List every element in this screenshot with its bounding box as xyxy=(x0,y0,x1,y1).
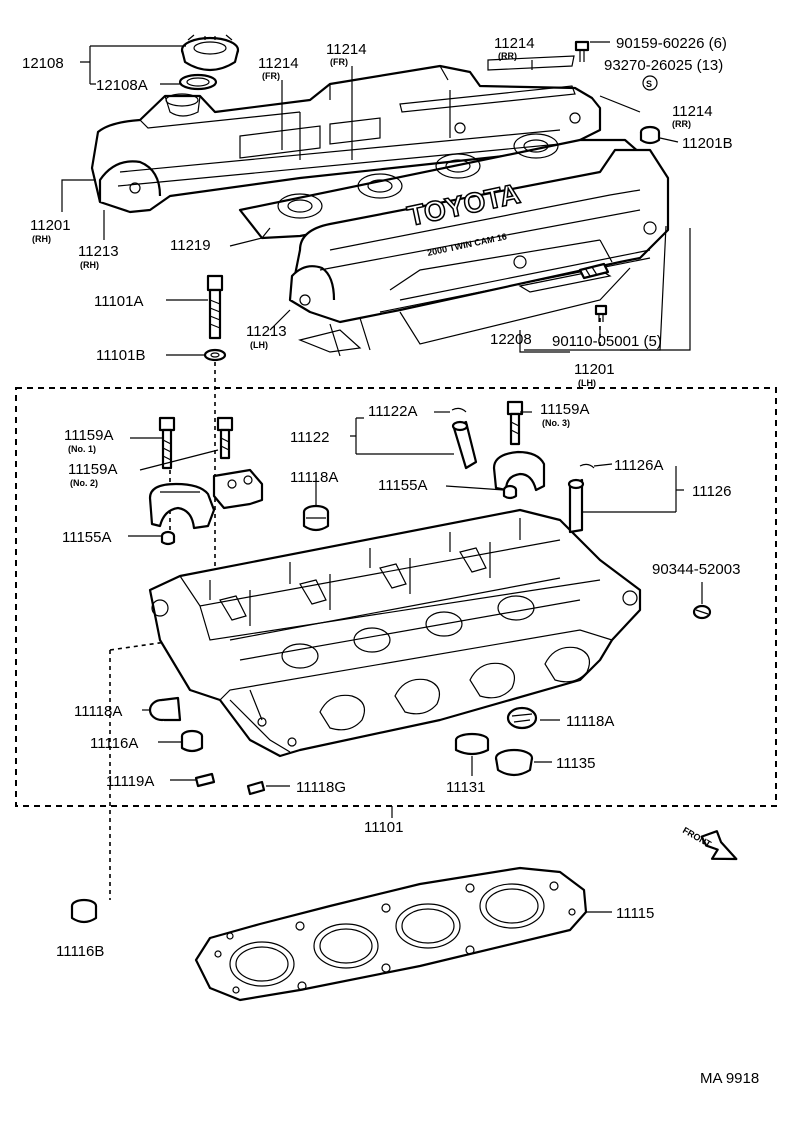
label-11122: 11122 xyxy=(290,429,330,446)
intake-ports xyxy=(281,595,535,669)
label-11126: 11126 xyxy=(692,483,732,500)
pin-11155a-left xyxy=(160,530,176,546)
label-12108a: 12108A xyxy=(96,77,148,94)
pin-11155a-top xyxy=(502,484,518,500)
head-cover-gasket xyxy=(578,262,610,280)
head-cover-rh xyxy=(90,55,602,214)
bearing-cap-left xyxy=(148,482,216,530)
bolt-11159a-no1 xyxy=(158,416,176,470)
label-93270: 93270-26025 (13) xyxy=(604,57,723,74)
cover-bolt-90159 xyxy=(574,40,590,62)
label-11118g: 11118G xyxy=(296,779,346,796)
oil-filler-cap xyxy=(180,34,240,72)
sublabel-rr-top: (RR) xyxy=(498,51,517,61)
label-11201-lh: 11201 xyxy=(574,361,615,378)
label-11101: 11101 xyxy=(364,819,404,836)
sublabel-rh-b: (RH) xyxy=(80,260,99,270)
label-11214-fr-b: 11214 xyxy=(326,41,367,58)
seal-11135 xyxy=(494,748,534,777)
label-11213-rh: 11213 xyxy=(78,243,119,260)
label-11118a-top: 11118A xyxy=(290,469,338,486)
sublabel-fr-b: (FR) xyxy=(330,57,348,67)
label-11201-rh: 11201 xyxy=(30,217,71,234)
bearing-cap-mid xyxy=(212,468,264,510)
label-11101b: 11101B xyxy=(96,347,146,364)
label-11118a-left: 11118A xyxy=(74,703,122,720)
bolt-11159a-no2 xyxy=(216,416,234,460)
screw-90110 xyxy=(594,304,608,322)
sublabel-no3: (No. 3) xyxy=(542,418,570,428)
label-11159a-no2: 11159A xyxy=(68,461,118,478)
sublabel-no2: (No. 2) xyxy=(70,478,98,488)
sublabel-rh-a: (RH) xyxy=(32,234,51,244)
label-11135: 11135 xyxy=(556,755,596,772)
valve-guide-11122 xyxy=(451,407,478,470)
ring-11131 xyxy=(454,732,490,756)
bolt-11159a-no3 xyxy=(506,400,524,446)
label-11126a: 11126A xyxy=(614,457,664,474)
label-11219: 11219 xyxy=(170,237,211,254)
label-11155a-left: 11155A xyxy=(62,529,112,546)
head-gasket xyxy=(194,866,588,1002)
label-11119a: 11119A xyxy=(106,773,154,790)
front-arrow xyxy=(700,830,738,861)
label-11101a: 11101A xyxy=(94,293,144,310)
label-11214-rr-top: 11214 xyxy=(494,35,535,52)
oil-filler-cap-gasket xyxy=(178,73,218,91)
label-11159a-no1: 11159A xyxy=(64,427,114,444)
front-label: FRONT xyxy=(681,825,713,849)
sublabel-fr-a: (FR) xyxy=(262,71,280,81)
label-11115: 11115 xyxy=(616,905,654,922)
plug-11118a-top xyxy=(302,504,330,532)
label-11116b: 11116B xyxy=(56,943,104,960)
stud-bolt-11101a xyxy=(206,274,224,340)
label-11118a-right: 11118A xyxy=(566,713,614,730)
label-11214-rr-right: 11214 xyxy=(672,103,713,120)
pin-11118g xyxy=(246,780,266,796)
label-11201b: 11201B xyxy=(682,135,733,152)
sublabel-rr-right: (RR) xyxy=(672,119,691,129)
seal-symbol xyxy=(642,75,658,91)
label-90344: 90344-52003 xyxy=(652,561,740,578)
bearing-cap-right xyxy=(492,450,546,492)
plug-11118a-left xyxy=(148,696,182,722)
label-11155a-top: 11155A xyxy=(378,477,428,494)
pin-11119a xyxy=(194,772,216,788)
cylinder-head xyxy=(148,508,642,758)
label-11214-fr-a: 11214 xyxy=(258,55,299,72)
label-11131: 11131 xyxy=(446,779,486,796)
leader-lines xyxy=(61,41,703,913)
plug-11116a xyxy=(180,729,204,753)
plug-90344 xyxy=(692,604,712,620)
label-12208: 12208 xyxy=(490,331,532,348)
drawing-code: MA 9918 xyxy=(700,1070,759,1087)
label-11122a: 11122A xyxy=(368,403,418,420)
assembly-frame xyxy=(15,387,777,807)
label-11116a: 11116A xyxy=(90,735,138,752)
label-11159a-no3: 11159A xyxy=(540,401,590,418)
sublabel-lh-b: (LH) xyxy=(578,378,596,388)
exhaust-ports xyxy=(319,646,590,731)
washer-11101b xyxy=(203,348,227,362)
label-11213-lh: 11213 xyxy=(246,323,287,340)
grommet-11201b xyxy=(639,125,661,145)
seal-symbol-letter: S xyxy=(646,79,652,89)
plug-11118a-right xyxy=(506,706,538,730)
label-90159: 90159-60226 (6) xyxy=(616,35,727,52)
valve-guide-11126 xyxy=(567,463,595,534)
cam-journals xyxy=(209,518,521,626)
sublabel-no1: (No. 1) xyxy=(68,444,96,454)
label-12108: 12108 xyxy=(22,55,64,72)
plug-11116b xyxy=(70,898,98,924)
label-90110: 90110-05001 (5) xyxy=(552,333,662,350)
sublabel-lh-a: (LH) xyxy=(250,340,268,350)
